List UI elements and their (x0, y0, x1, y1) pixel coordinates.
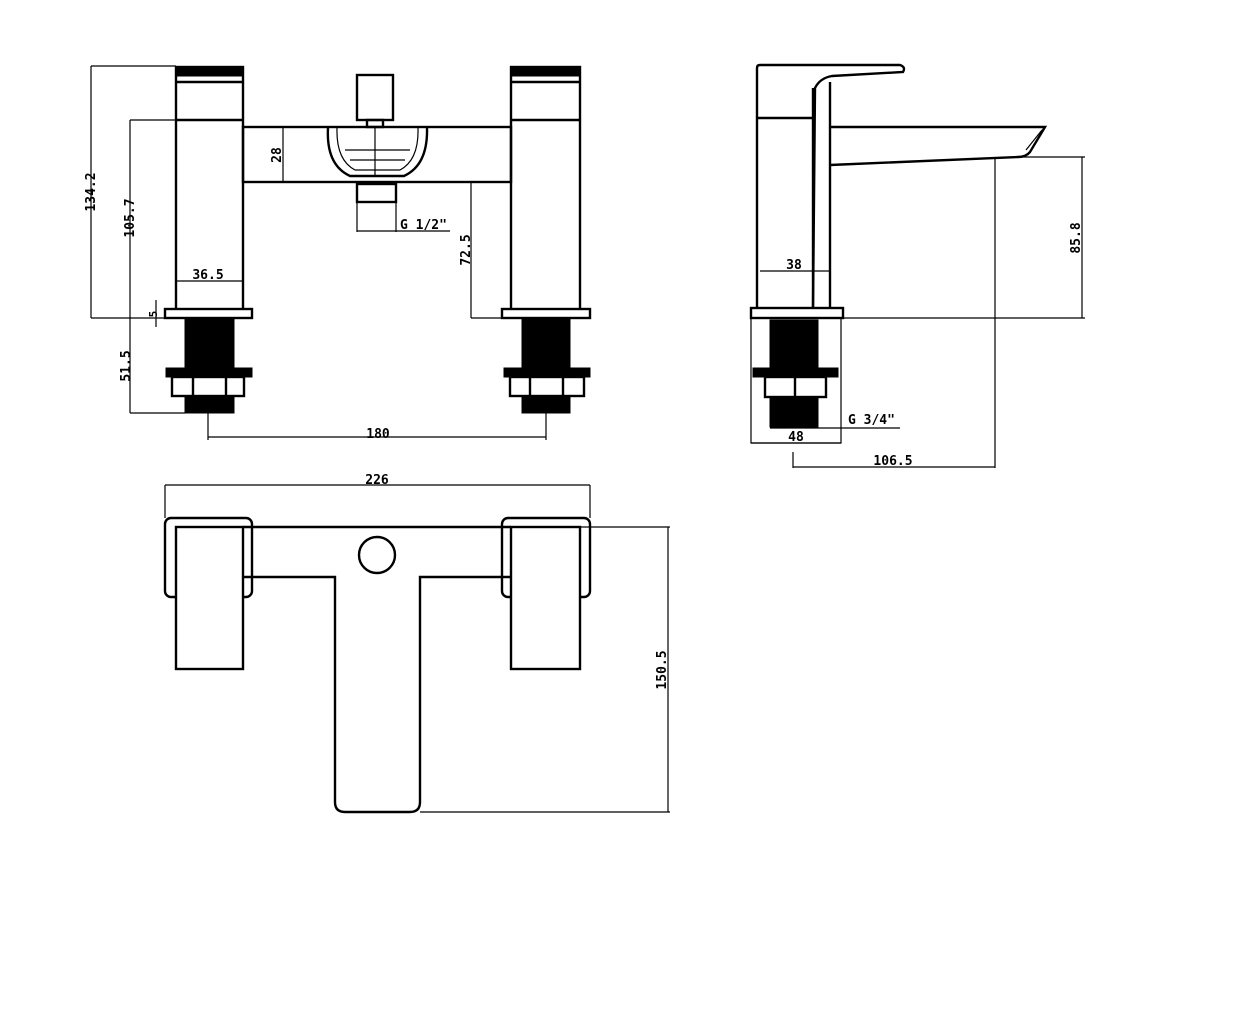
dim-spout-projection: 106.5 (873, 454, 912, 469)
diverter (326, 73, 429, 204)
dim-spout-height: 85.8 (1069, 222, 1084, 253)
right-handle (500, 65, 592, 320)
dim-centres: 180 (366, 427, 390, 442)
dim-base-width: 48 (788, 430, 804, 445)
dim-plate-thickness: 5 (147, 311, 160, 318)
left-handle (163, 65, 254, 320)
left-shank (165, 317, 253, 414)
front-dimension-lines (90, 65, 547, 440)
top-view: 226 150.5 (163, 473, 670, 814)
dim-outlet-thread: G 1/2" (400, 218, 447, 233)
dim-body-width: 38 (786, 258, 802, 273)
dim-inlet-thread: G 3/4" (848, 413, 895, 428)
top-dimension-lines (164, 484, 670, 813)
dim-outlet-height: 72.5 (459, 234, 474, 265)
dim-bridge-height: 28 (270, 147, 285, 163)
dim-handle-height: 105.7 (123, 198, 138, 237)
right-shank (503, 317, 591, 414)
dim-handle-width: 36.5 (192, 268, 223, 283)
dim-overall-height: 134.2 (84, 172, 99, 211)
side-view: 38 85.8 G 3/4" 48 106.5 (749, 63, 1085, 469)
dim-overall-depth: 150.5 (655, 650, 670, 689)
side-dimension-lines (751, 156, 1085, 468)
dim-overall-width: 226 (365, 473, 389, 488)
front-view: 134.2 105.7 28 G 1/2" 72.5 36.5 5 51.5 1… (84, 65, 592, 442)
dim-shank-length: 51.5 (119, 350, 134, 381)
